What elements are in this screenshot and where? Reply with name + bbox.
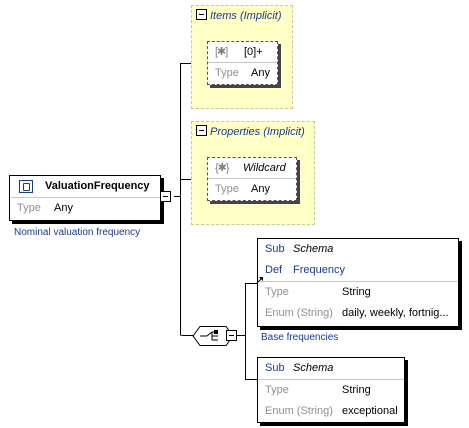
properties-type-row: Type Any [208, 179, 296, 199]
option1-sub-label: Sub [265, 243, 285, 255]
reference-arrow-icon [256, 277, 263, 284]
option1-sub-value: Schema [293, 243, 334, 255]
option2-enum-value: exceptional [342, 405, 398, 417]
root-type-row: Type Any [10, 198, 160, 218]
properties-wildcard-box[interactable]: {✱} Wildcard Type Any [207, 157, 297, 201]
option1-def-value: Frequency [293, 264, 345, 276]
properties-group-title-row: Properties (Implicit) [196, 125, 305, 138]
items-type-value: Any [251, 67, 270, 79]
root-type-label: Type [17, 202, 41, 214]
items-collapse-icon[interactable] [196, 9, 207, 20]
root-collapse-icon[interactable] [160, 191, 171, 202]
root-annotation: Nominal valuation frequency [14, 227, 141, 238]
option1-def-row: Def Frequency [258, 260, 458, 281]
properties-type-label: Type [215, 183, 239, 195]
option2-type-label: Type [265, 384, 289, 396]
items-type-label: Type [215, 67, 239, 79]
option1-type-value: String [342, 286, 371, 298]
option2-sub-label: Sub [265, 362, 285, 374]
option2-enum-label: Enum (String) [265, 405, 333, 417]
option1-box[interactable]: Sub Schema Def Frequency Type String Enu… [257, 238, 459, 327]
option1-type-row: Type String [258, 282, 458, 303]
choice-collapse-icon[interactable] [226, 330, 237, 341]
root-element-header: ValuationFrequency [10, 176, 160, 197]
option1-sub-row: Sub Schema [258, 239, 458, 260]
root-type-value: Any [54, 202, 73, 214]
option1-type-label: Type [265, 286, 289, 298]
option1-enum-row: Enum (String) daily, weekly, fortnig... [258, 303, 458, 324]
wildcard-icon: [✱] [215, 46, 228, 58]
items-wildcard-header: [✱] [0]+ [208, 42, 277, 62]
properties-group-title: Properties (Implicit) [210, 126, 305, 138]
root-element-name: ValuationFrequency [45, 180, 150, 192]
choice-compositor-icon[interactable] [191, 325, 237, 347]
items-wildcard-name: [0]+ [244, 46, 263, 58]
option2-box[interactable]: Sub Schema Type String Enum (String) exc… [257, 357, 405, 423]
root-element-box[interactable]: ValuationFrequency Type Any [9, 175, 161, 221]
properties-collapse-icon[interactable] [196, 125, 207, 136]
properties-type-value: Any [251, 183, 270, 195]
properties-wildcard-header: {✱} Wildcard [208, 158, 296, 178]
option1-enum-value: daily, weekly, fortnig... [342, 307, 449, 319]
option2-type-value: String [342, 384, 371, 396]
choice-annotation: Base frequencies [261, 332, 339, 343]
option2-type-row: Type String [258, 380, 404, 401]
items-group-title-row: Items (Implicit) [196, 9, 282, 22]
element-icon [19, 180, 33, 193]
option2-enum-row: Enum (String) exceptional [258, 401, 404, 422]
items-group-title: Items (Implicit) [210, 10, 282, 22]
option2-sub-row: Sub Schema [258, 358, 404, 379]
items-type-row: Type Any [208, 63, 277, 83]
properties-wildcard-name: Wildcard [243, 162, 286, 174]
option1-def-label: Def [265, 264, 283, 276]
items-wildcard-box[interactable]: [✱] [0]+ Type Any [207, 41, 278, 85]
option1-enum-label: Enum (String) [265, 307, 333, 319]
wildcard-icon: {✱} [215, 162, 230, 174]
option2-sub-value: Schema [293, 362, 334, 374]
